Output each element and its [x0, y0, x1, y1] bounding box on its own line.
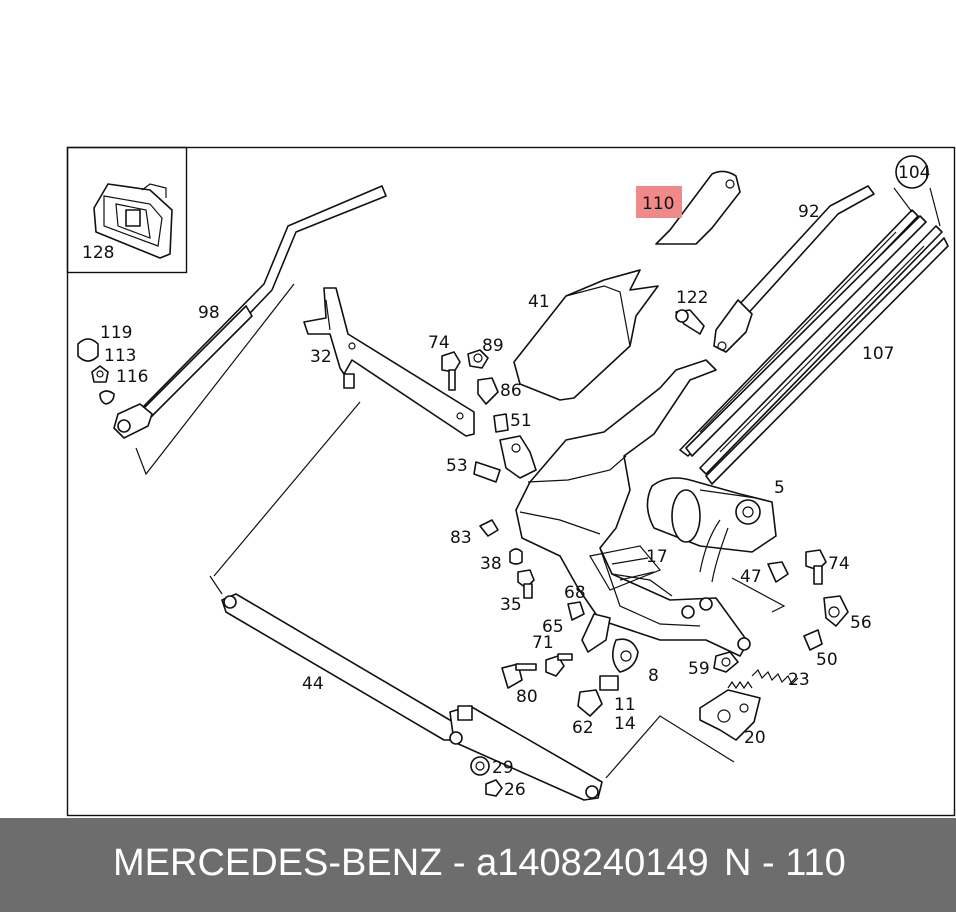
label-116: 116	[116, 367, 148, 387]
label-71: 71	[532, 633, 554, 653]
label-74-lower: 74	[828, 554, 850, 574]
part-92-wiper-arm-right	[713, 185, 875, 353]
part-number-labels: 104 128 110 92 98 41 122 119 113 116 32 …	[82, 163, 930, 800]
label-98: 98	[198, 303, 220, 323]
label-41: 41	[528, 292, 550, 312]
part-41-cover	[513, 269, 659, 401]
label-47: 47	[740, 567, 762, 587]
label-110-highlight	[636, 186, 682, 218]
label-107: 107	[862, 344, 894, 364]
label-68: 68	[564, 583, 586, 603]
label-110: 110	[642, 194, 674, 214]
diagram-position: N - 110	[724, 842, 846, 884]
label-23: 23	[788, 670, 810, 690]
label-83: 83	[450, 528, 472, 548]
label-17: 17	[646, 547, 668, 567]
label-11: 11	[614, 695, 636, 715]
part-110-trim	[655, 170, 741, 245]
part-17-wiper-motor	[646, 477, 786, 613]
label-92: 92	[798, 202, 820, 222]
part-32-bracket	[213, 287, 475, 577]
inset-frame	[66, 146, 188, 274]
part-98-wiper-arm-left	[113, 185, 387, 476]
part-128-relay	[93, 183, 173, 259]
label-86: 86	[500, 381, 522, 401]
label-65: 65	[542, 617, 564, 637]
label-26: 26	[504, 780, 526, 800]
label-104: 104	[898, 163, 930, 183]
parts-diagram: 104 128 110 92 98 41 122 119 113 116 32 …	[66, 146, 956, 817]
label-8: 8	[648, 666, 659, 686]
label-128: 128	[82, 243, 114, 263]
label-122: 122	[676, 288, 708, 308]
part-122-bolt	[675, 309, 705, 335]
diagram-frame	[66, 146, 956, 817]
part-wiper-frame	[499, 359, 751, 657]
label-44: 44	[302, 674, 324, 694]
callout-104	[895, 155, 929, 189]
label-51: 51	[510, 411, 532, 431]
label-74-upper: 74	[428, 333, 450, 353]
fasteners-center-column	[441, 349, 639, 717]
parts-29-26	[470, 756, 503, 797]
part-44-linkage-rod	[209, 575, 735, 801]
label-53: 53	[446, 456, 468, 476]
label-89: 89	[482, 336, 504, 356]
brand-part-number: MERCEDES-BENZ - a1408240149	[113, 842, 709, 884]
label-113: 113	[104, 346, 136, 366]
label-56: 56	[850, 613, 872, 633]
label-5: 5	[774, 478, 785, 498]
part-107-wiper-blades	[679, 187, 949, 485]
label-59: 59	[688, 659, 710, 679]
footer-bar: MERCEDES-BENZ - a1408240149 N - 110	[0, 818, 956, 912]
label-62: 62	[572, 718, 594, 738]
label-38: 38	[480, 554, 502, 574]
label-32: 32	[310, 347, 332, 367]
label-80: 80	[516, 687, 538, 707]
label-29: 29	[492, 758, 514, 778]
label-14: 14	[614, 714, 636, 734]
fasteners-right-side	[699, 549, 849, 741]
label-35: 35	[500, 595, 522, 615]
label-50: 50	[816, 650, 838, 670]
parts-119-113-116	[77, 338, 115, 405]
label-20: 20	[744, 728, 766, 748]
label-119: 119	[100, 323, 132, 343]
